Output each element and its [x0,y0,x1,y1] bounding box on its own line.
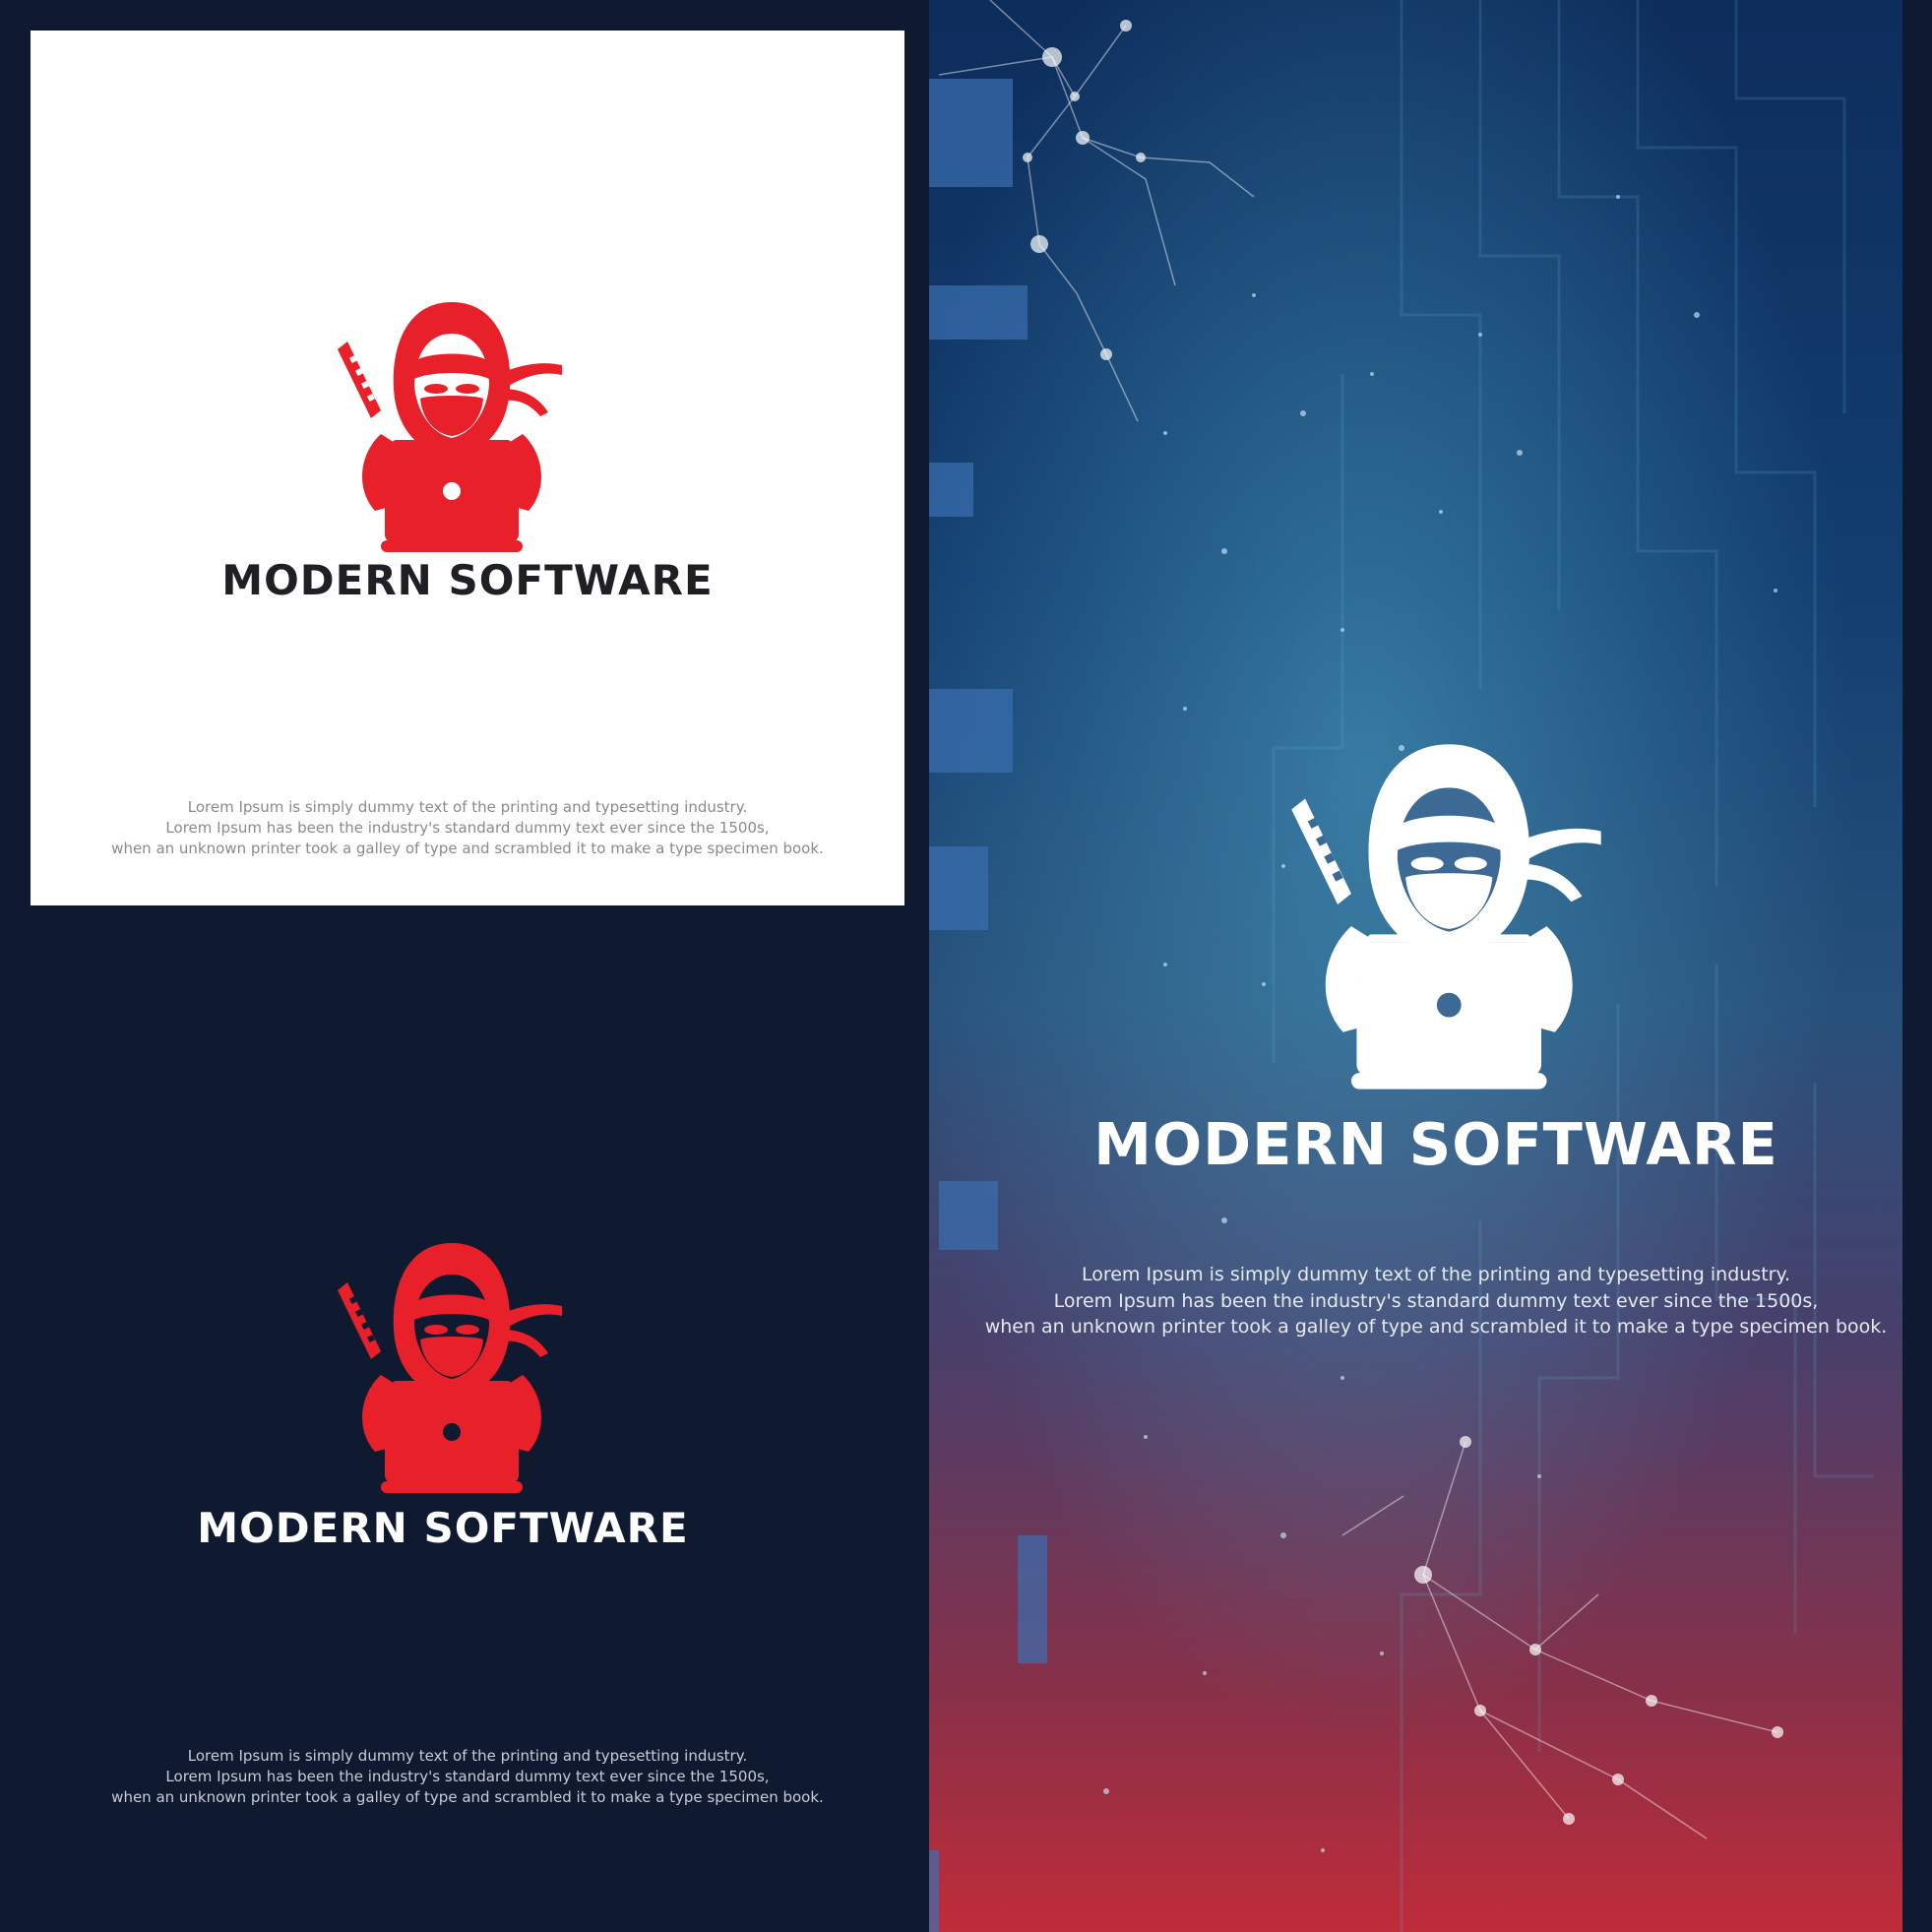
right-edge-strip [1902,0,1932,1932]
tagline-line-2: Lorem Ipsum has been the industry's stan… [1053,1289,1819,1312]
brand-name: MODERN SOFTWARE [197,1504,689,1552]
tagline-line-1: Lorem Ipsum is simply dummy text of the … [187,1747,748,1765]
tagline: Lorem Ipsum is simply dummy text of the … [31,797,904,859]
ninja-laptop-logo-icon [1270,736,1634,1130]
tagline-line-2: Lorem Ipsum has been the industry's stan… [165,1768,770,1785]
brand-name: MODERN SOFTWARE [221,556,714,604]
tagline-line-3: when an unknown printer took a galley of… [984,1316,1888,1339]
ninja-laptop-logo-icon [326,1237,582,1523]
logo-card-navy: MODERN SOFTWARE Lorem Ipsum is simply du… [0,929,929,1932]
tagline-line-1: Lorem Ipsum is simply dummy text of the … [1081,1264,1791,1285]
logo-card-white: MODERN SOFTWARE Lorem Ipsum is simply du… [31,31,904,905]
tagline-line-1: Lorem Ipsum is simply dummy text of the … [187,798,748,816]
brand-name: MODERN SOFTWARE [1093,1110,1778,1178]
tagline-line-3: when an unknown printer took a galley of… [111,1788,824,1806]
tagline-line-2: Lorem Ipsum has been the industry's stan… [165,819,770,837]
logo-card-tech-background: MODERN SOFTWARE Lorem Ipsum is simply du… [929,0,1902,1932]
tagline-line-3: when an unknown printer took a galley of… [111,840,824,857]
ninja-laptop-logo-icon [326,296,582,582]
tagline: Lorem Ipsum is simply dummy text of the … [929,1262,1902,1340]
tagline: Lorem Ipsum is simply dummy text of the … [0,1746,929,1808]
